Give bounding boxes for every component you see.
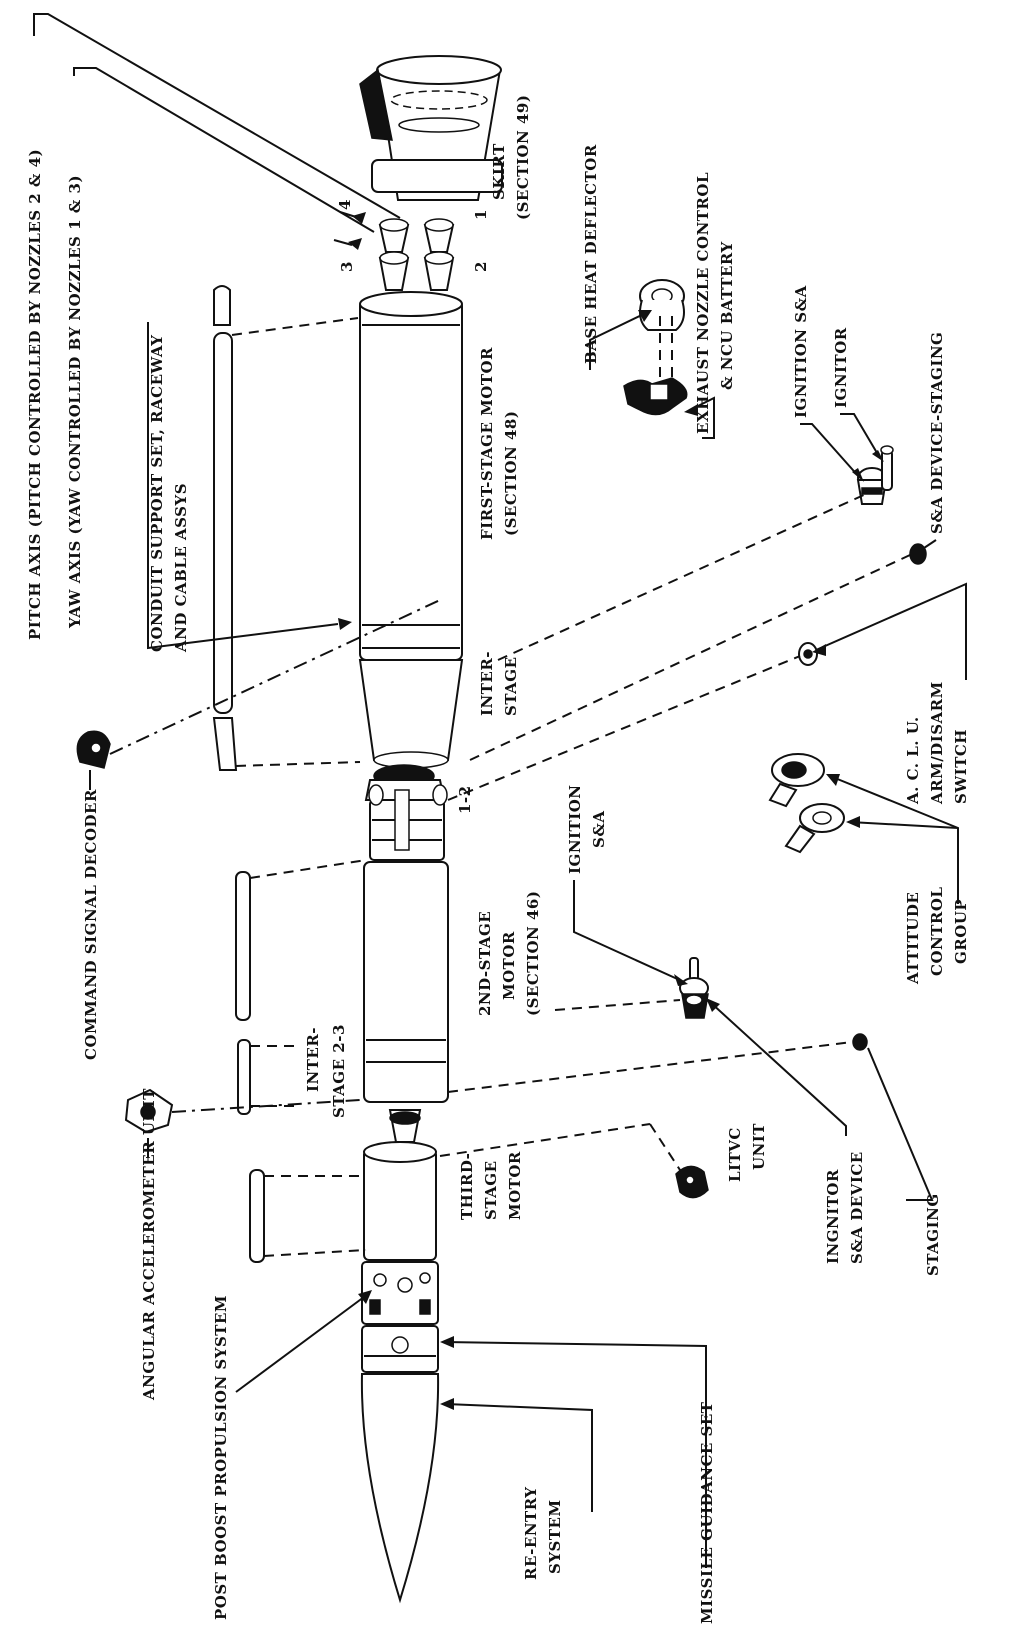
ignitor-leader (840, 413, 884, 462)
third-stage-label-line3: MOTOR (506, 1151, 524, 1220)
interstage-label-line2: STAGE (502, 656, 520, 716)
nozzle-number-1: 1 (472, 209, 490, 220)
ignition-sa-top-leader (800, 423, 864, 482)
conduit-label-line1: CONDUIT SUPPORT SET, RACEWAY (148, 334, 166, 652)
attitude-label-line3: GROUP (952, 899, 970, 964)
base-heat-deflector-part (639, 279, 685, 331)
ingnitor-sa-leader (706, 998, 847, 1136)
post-boost-label: POST BOOST PROPULSION SYSTEM (212, 1295, 230, 1620)
conduit-raceway-parts (212, 285, 265, 1263)
ignition-sa-mid-label-line2: S&A (590, 810, 608, 848)
exhaust-nozzle-label-line1: EXHAUST NOZZLE CONTROL (694, 172, 712, 434)
attitude-label-line2: CONTROL (928, 887, 946, 976)
post-boost-leader (235, 1290, 372, 1393)
nozzle-number-2: 2 (472, 261, 490, 272)
ignitor-part (880, 445, 894, 491)
sa-staging-leader (923, 539, 937, 549)
skirt-label-line2: (SECTION 49) (514, 95, 532, 220)
attitude-control-group-part (768, 753, 845, 854)
conduit-label-line2: AND CABLE ASSYS (172, 483, 190, 653)
exhaust-leader (684, 396, 715, 439)
litvc-label-line2: UNIT (750, 1123, 768, 1170)
interstage-23-label-line1: INTER- (304, 1027, 322, 1092)
component-dashed-lines (109, 316, 911, 1171)
attitude-leader (826, 774, 959, 904)
command-signal-decoder-label: COMMAND SIGNAL DECODER (82, 789, 100, 1060)
litvc-label-line1: LITVC (726, 1127, 744, 1182)
ignitor-label: IGNITOR (832, 327, 850, 408)
ignition-sa-mid-leader (573, 880, 688, 986)
second-stage-label-line3: (SECTION 46) (524, 891, 542, 1016)
guidance-leader (440, 1336, 707, 1568)
second-stage-dome-part (364, 764, 448, 861)
ignition-sa-top-part (856, 467, 888, 505)
litvc-unit-part (675, 1165, 709, 1199)
interstage-23-label-line2: STAGE 2-3 (330, 1024, 348, 1118)
ignition-sa-top-label: IGNITION S&A (792, 285, 810, 418)
staging-device-part (852, 1033, 868, 1051)
interstage-12-label: 1-2 (456, 785, 474, 814)
reentry-nose-cone-part (360, 1373, 440, 1604)
aclu-switch-part (798, 642, 818, 666)
missile-guidance-label: MISSILE GUIDANCE SET (698, 1401, 716, 1624)
yaw-axis-leader (73, 67, 375, 250)
staging-leader (867, 1047, 934, 1201)
second-stage-motor-part (363, 861, 449, 1103)
staging-label: STAGING (924, 1193, 942, 1276)
reentry-label-line2: SYSTEM (546, 1499, 564, 1574)
aclu-label-line3: SWITCH (952, 729, 970, 804)
aclu-label-line1: A. C. L. U. (904, 716, 922, 805)
nozzle-number-4: 4 (336, 199, 354, 210)
angular-accelerometer-part (124, 1088, 174, 1134)
pitch-axis-label: PITCH AXIS (PITCH CONTROLLED BY NOZZLES … (26, 149, 44, 640)
command-signal-decoder-part (76, 730, 111, 769)
reentry-label-line1: RE-ENTRY (522, 1487, 540, 1580)
first-stage-label-line1: FIRST-STAGE MOTOR (478, 347, 496, 540)
ignition-sa-mid-part (679, 957, 709, 1019)
reentry-leader (440, 1398, 593, 1512)
exhaust-nozzle-label-line2: & NCU BATTERY (718, 241, 736, 390)
third-stage-label-line2: STAGE (482, 1160, 500, 1220)
exhaust-nozzle-control-part (623, 377, 688, 416)
third-stage-motor-part (363, 1141, 437, 1261)
yaw-axis-label: YAW AXIS (YAW CONTROLLED BY NOZZLES 1 & … (66, 175, 84, 629)
sa-device-staging-label: S&A DEVICE-STAGING (928, 332, 946, 534)
ingnitor-sa-label-line2: S&A DEVICE (848, 1151, 866, 1264)
nozzle-number-3: 3 (338, 261, 356, 272)
post-boost-section-part (361, 1261, 439, 1373)
skirt-label-line1: SKIRT (490, 143, 508, 200)
first-stage-label-line2: (SECTION 48) (502, 411, 520, 536)
second-stage-label-line1: 2ND-STAGE (476, 911, 494, 1016)
interstage-1-2-part (358, 659, 464, 769)
second-stage-nozzle-part (388, 1109, 422, 1143)
ingnitor-sa-label-line1: INGNITOR (824, 1169, 842, 1264)
second-stage-label-line2: MOTOR (500, 931, 518, 1000)
attitude-label-line1: ATTITUDE (904, 892, 922, 985)
base-heat-leader (589, 310, 652, 370)
interstage-label-line1: INTER- (478, 651, 496, 716)
angular-accelerometer-label: ANGULAR ACCELEROMETER UNIT (140, 1088, 158, 1401)
conduit-dashed-lines (231, 317, 367, 1257)
aclu-label-line2: ARM/DISARM (928, 681, 946, 805)
ignition-sa-mid-label-line1: IGNITION (566, 784, 584, 874)
pitch-axis-leader (33, 13, 401, 224)
skirt-part (359, 55, 503, 201)
third-stage-label-line1: THIRD- (458, 1153, 476, 1220)
base-heat-deflector-label: BASE HEAT DEFLECTOR (582, 144, 600, 364)
conduit-leader (147, 322, 352, 650)
first-stage-motor-part (359, 291, 463, 661)
exhaust-nozzles (378, 218, 455, 291)
aclu-leader (812, 582, 967, 680)
sa-device-staging-part (909, 543, 927, 565)
